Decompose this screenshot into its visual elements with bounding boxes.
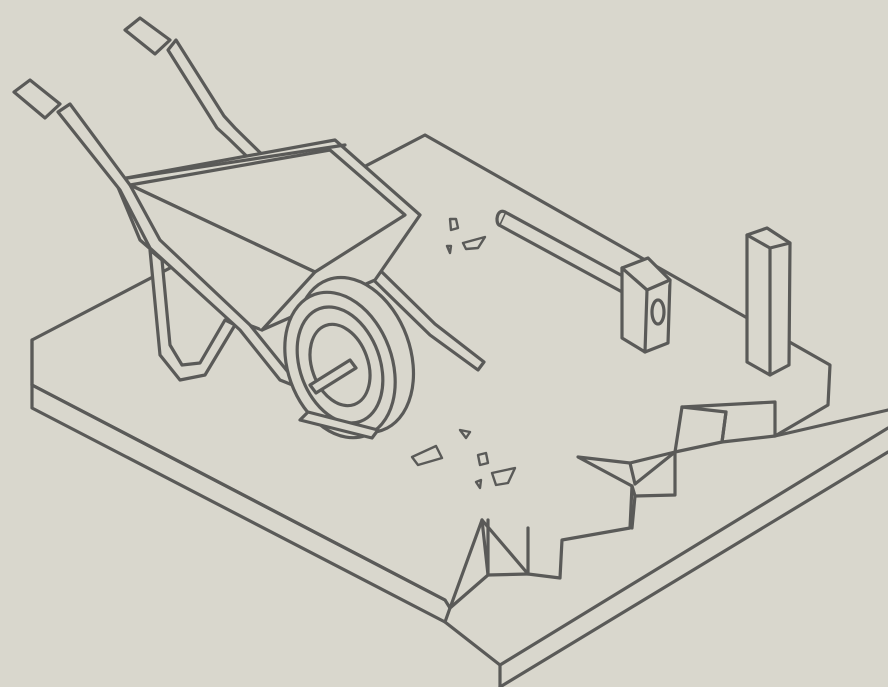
rubble-icon — [410, 217, 517, 490]
wheelbarrow-icon — [12, 16, 486, 440]
wooden-post-icon — [745, 226, 792, 377]
sledgehammer-icon — [495, 209, 672, 354]
